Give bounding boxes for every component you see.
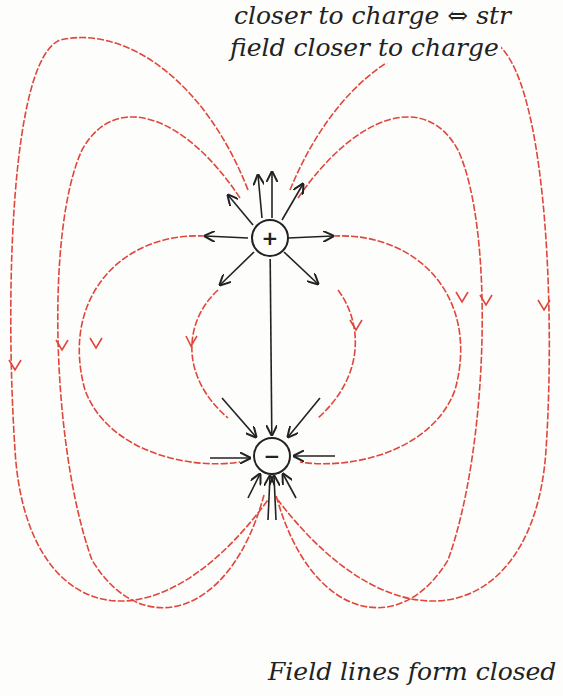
note-text: closer to charge ⇔ str bbox=[232, 2, 513, 31]
positive-charge: + bbox=[251, 219, 289, 257]
charge-sign: − bbox=[264, 446, 281, 466]
field-arrow bbox=[270, 259, 272, 435]
black-field-arrows bbox=[205, 172, 335, 520]
red-field-lines bbox=[11, 38, 550, 608]
negative-charge: − bbox=[253, 437, 291, 475]
note-text: field closer to charge bbox=[228, 34, 501, 63]
red-arrowheads bbox=[9, 292, 550, 370]
note-text: Field lines form closed bbox=[266, 658, 558, 687]
charge-sign: + bbox=[262, 228, 279, 248]
